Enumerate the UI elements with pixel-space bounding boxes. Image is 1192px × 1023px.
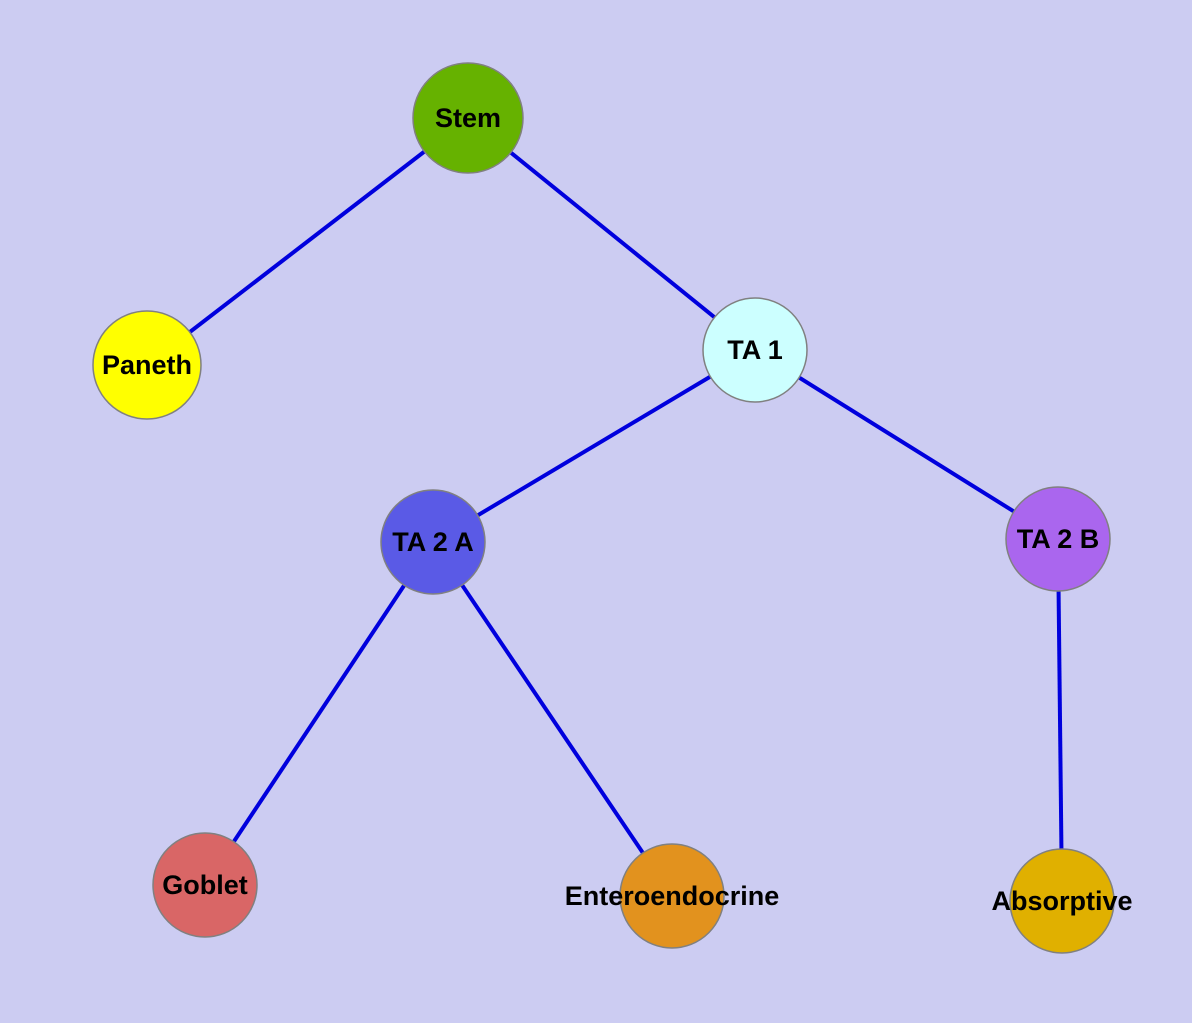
edge-stem-ta1 [466,116,757,352]
node-ta2b[interactable] [1005,486,1111,592]
edge-ta2a-enteroendocrine [431,540,674,898]
node-goblet[interactable] [152,832,258,938]
nodes-layer [92,62,1115,954]
edge-ta2b-absorptive [1056,538,1064,902]
node-ta2a[interactable] [380,489,486,595]
node-paneth[interactable] [92,310,202,420]
node-enteroendocrine[interactable] [619,843,725,949]
edge-stem-paneth [145,116,470,367]
node-ta1[interactable] [702,297,808,403]
node-stem[interactable] [412,62,524,174]
edge-ta1-ta2a [431,348,757,544]
node-absorptive[interactable] [1009,848,1115,954]
edge-ta1-ta2b [753,348,1060,541]
edges-layer [145,116,1064,902]
edge-ta2a-goblet [203,540,435,887]
